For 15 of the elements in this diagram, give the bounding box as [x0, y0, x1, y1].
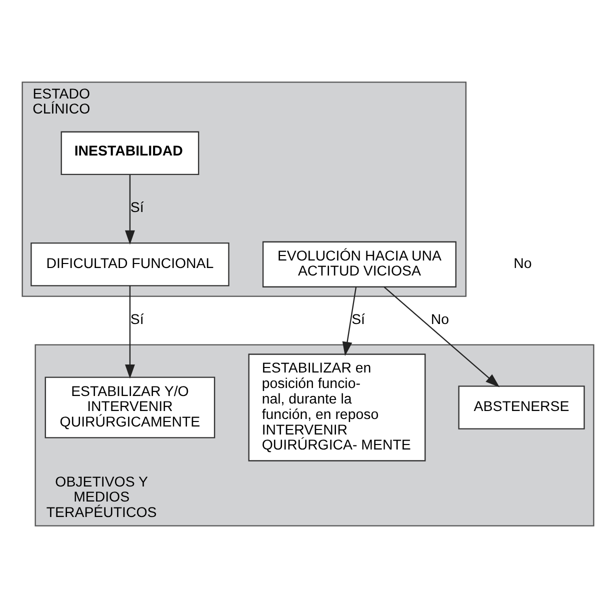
edge-label: No [430, 312, 449, 328]
arrow [384, 286, 500, 387]
edge-label: Sí [130, 199, 144, 216]
arrow [342, 286, 357, 356]
label: No [514, 256, 532, 272]
arrow [124, 285, 135, 378]
node-box: ESTABILIZAR Y/O INTERVENIR QUIRÚRGICAMENTE [44, 376, 216, 438]
node-box: EVOLUCIÓN HACIA UNA ACTITUD VICIOSA [262, 240, 456, 287]
arrow [124, 174, 135, 244]
node-box: ESTABILIZAR en posición funcio- nal, durante la función, en reposo INTERVENIR QUIRÚRGICA- MENTE [248, 353, 426, 461]
node-box: ABSTENERSE [458, 385, 585, 429]
node-box: DIFICULTAD FUNCIONAL [30, 242, 230, 286]
edge-label: Sí [130, 312, 144, 328]
node-box: INESTABILIDAD [60, 130, 200, 175]
edge-label: Sí [352, 312, 365, 328]
